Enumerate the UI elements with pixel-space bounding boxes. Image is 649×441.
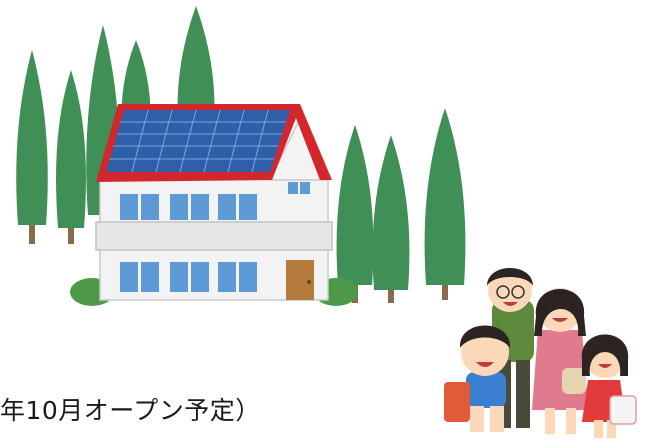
tree-icon bbox=[16, 50, 48, 244]
tree-icon bbox=[56, 70, 86, 244]
tree-icon bbox=[424, 108, 466, 300]
opening-caption: 年10月オープン予定） bbox=[0, 396, 261, 425]
solar-panel-icon bbox=[106, 109, 290, 173]
forest bbox=[16, 6, 466, 303]
tree-icon bbox=[336, 125, 374, 303]
tree-icon bbox=[372, 135, 410, 303]
door bbox=[286, 260, 314, 300]
mother-figure bbox=[532, 288, 588, 434]
house-icon bbox=[70, 104, 358, 306]
boy-figure bbox=[444, 325, 511, 432]
tree-icon bbox=[177, 6, 215, 125]
family-icon bbox=[444, 268, 637, 438]
girl-figure bbox=[581, 334, 637, 438]
